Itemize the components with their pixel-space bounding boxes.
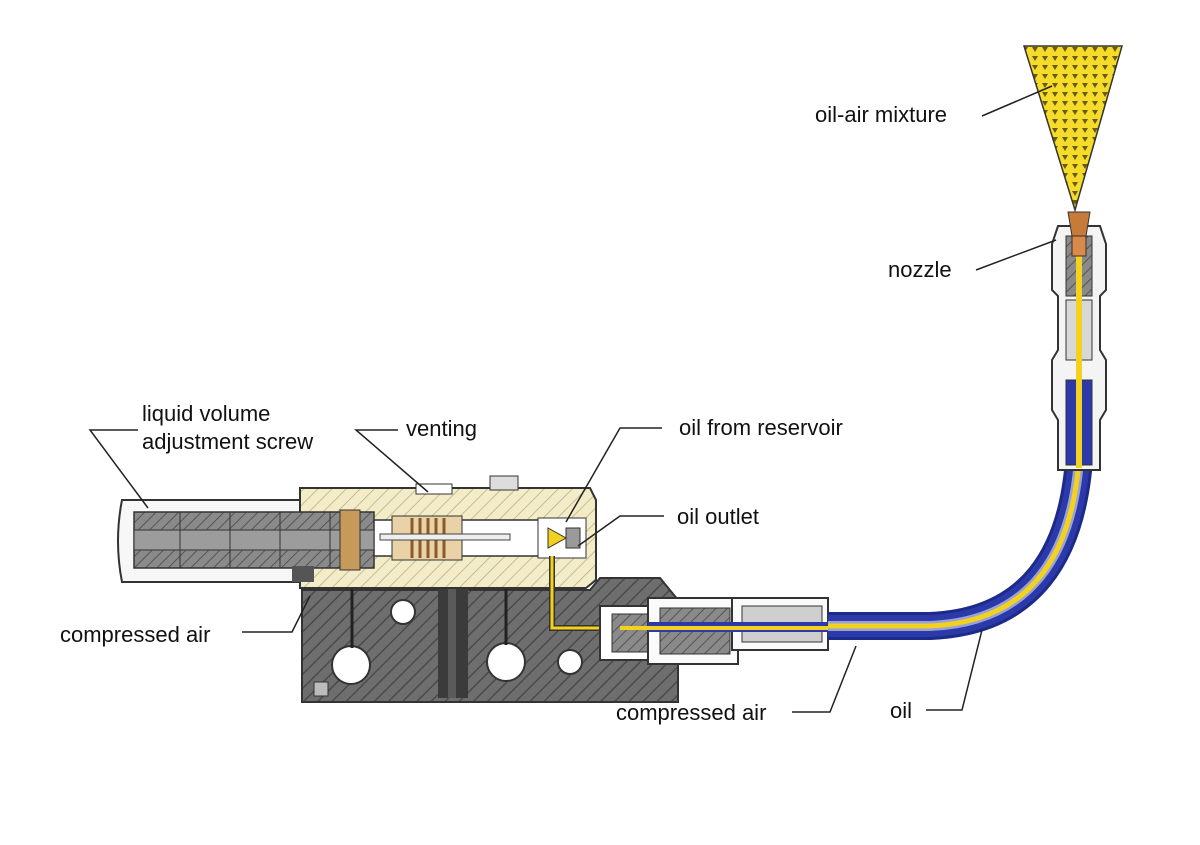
tube-fitting	[599, 597, 830, 665]
leader-venting	[353, 429, 429, 493]
label-oil: oil	[890, 698, 913, 723]
label-oil-from-reservoir: oil from reservoir	[679, 415, 843, 440]
leader-compressed-air-bottom	[792, 645, 857, 713]
label-oil-air-mixture: oil-air mixture	[815, 102, 948, 127]
leader-oil	[926, 629, 983, 711]
label-nozzle: nozzle	[888, 257, 952, 282]
leader-lines	[88, 85, 1057, 713]
spray-cone	[1022, 45, 1123, 213]
nozzle-assembly	[1051, 211, 1107, 471]
oil-air-hose	[828, 380, 1094, 640]
leader-liquid-volume	[88, 429, 149, 509]
label-compressed-air-left: compressed air	[60, 622, 211, 647]
oil-duct	[549, 556, 604, 631]
label-venting: venting	[406, 416, 477, 441]
manifold-block	[301, 577, 679, 703]
leader-oil-outlet	[577, 515, 664, 547]
label-liquid-volume-line2: adjustment screw	[142, 429, 314, 454]
label-liquid-volume-line1: liquid volume	[142, 401, 271, 426]
leader-compressed-air-left	[242, 595, 311, 633]
leader-nozzle	[975, 239, 1057, 271]
leader-oil-air-mixture	[981, 85, 1053, 117]
label-compressed-air-bottom: compressed air	[616, 700, 767, 725]
label-oil-outlet: oil outlet	[677, 504, 759, 529]
leader-oil-from-reservoir	[565, 427, 662, 523]
adjustment-screw	[117, 499, 375, 583]
